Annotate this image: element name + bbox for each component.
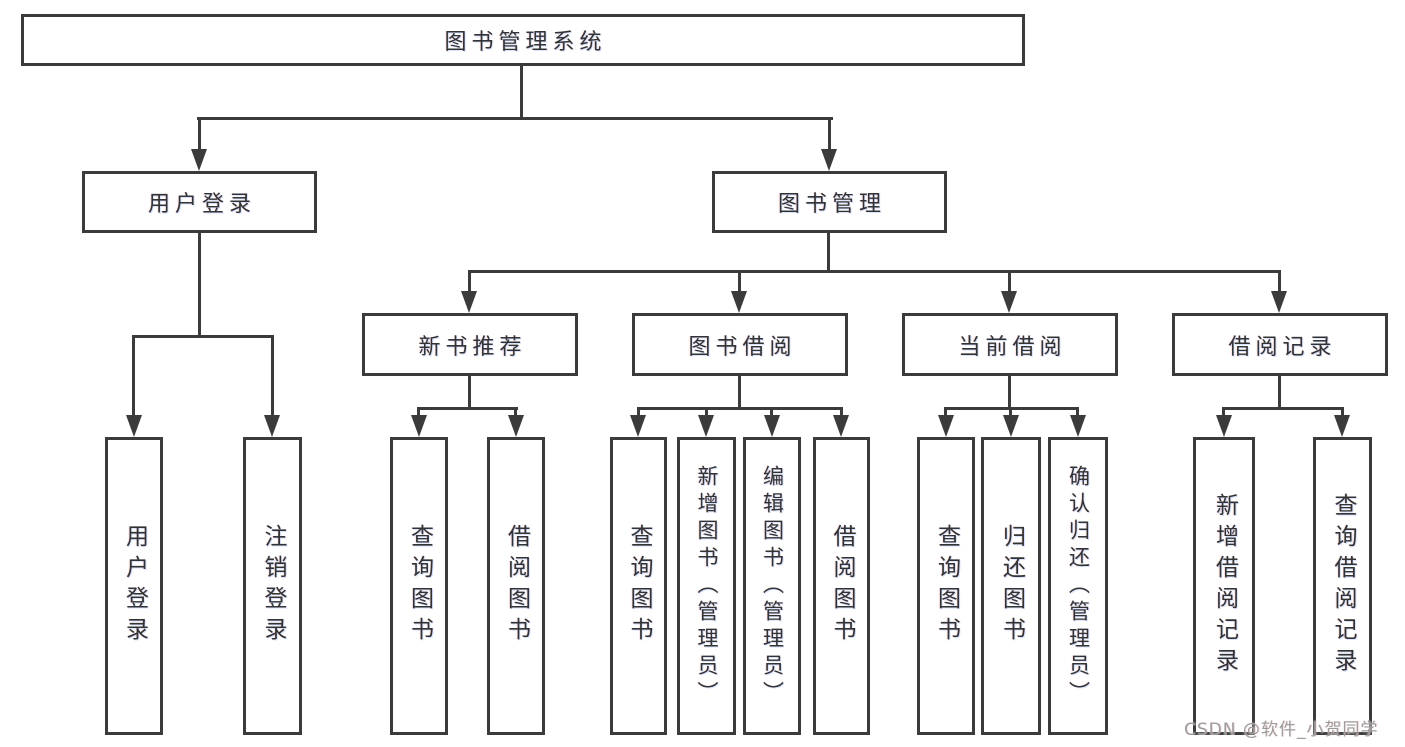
connector-vline: [468, 376, 471, 409]
leaf-return-books: 归还图书: [981, 437, 1041, 735]
connector-vline: [840, 407, 843, 417]
connector-vline: [944, 407, 947, 417]
arrow-head: [1216, 415, 1232, 437]
leaf-label: 注销登录: [260, 524, 286, 648]
node-label: 图书借阅: [688, 334, 797, 360]
arrow-head: [1334, 415, 1350, 437]
connector-vline: [1278, 270, 1281, 293]
node-current-borrow: 当前借阅: [902, 313, 1118, 376]
leaf-query-borrow-record: 查询借阅记录: [1313, 437, 1372, 735]
leaf-user-login: 用户登录: [105, 437, 163, 735]
node-user-login: 用户登录: [82, 171, 317, 233]
leaf-borrow-books: 借阅图书: [813, 437, 870, 735]
connector-vline: [1076, 407, 1079, 417]
node-book-borrow: 图书借阅: [632, 313, 848, 376]
connector-vline: [468, 270, 471, 293]
connector-hline: [468, 270, 1281, 273]
connector-vline: [198, 117, 201, 152]
connector-vline: [770, 407, 773, 417]
connector-hline: [1222, 407, 1343, 410]
leaf-label: 借阅图书: [829, 524, 855, 648]
leaf-label: 编辑图书（管理员）: [760, 464, 785, 708]
node-label: 借阅记录: [1228, 334, 1337, 360]
node-label: 新书推荐: [418, 334, 527, 360]
connector-vline: [271, 335, 274, 417]
leaf-query-books: 查询图书: [390, 437, 448, 735]
connector-vline: [1008, 270, 1011, 293]
connector-vline: [198, 233, 201, 337]
arrow-head: [698, 415, 714, 437]
node-root-label: 图书管理系统: [444, 30, 607, 55]
connector-vline: [637, 407, 640, 417]
arrow-head: [833, 415, 849, 437]
connector-vline: [1222, 407, 1225, 417]
arrow-head: [1271, 291, 1287, 313]
node-label: 用户登录: [147, 192, 256, 217]
leaf-label: 借阅图书: [503, 524, 530, 648]
arrow-head: [731, 291, 747, 313]
arrow-head: [126, 415, 142, 437]
arrow-head: [1070, 415, 1086, 437]
connector-hline: [197, 117, 833, 120]
connector-vline: [738, 376, 741, 409]
node-borrow-record: 借阅记录: [1172, 313, 1388, 376]
leaf-query-books: 查询图书: [610, 437, 667, 735]
leaf-query-books: 查询图书: [917, 437, 975, 735]
arrow-head: [821, 149, 837, 171]
connector-vline: [827, 233, 830, 272]
connector-hline: [637, 407, 843, 410]
connector-vline: [132, 335, 135, 417]
arrow-head: [764, 415, 780, 437]
connector-vline: [514, 407, 517, 417]
leaf-label: 查询借阅记录: [1330, 493, 1356, 679]
connector-vline: [1278, 376, 1281, 409]
leaf-confirm-return-admin: 确认归还（管理员）: [1048, 437, 1108, 735]
leaf-label: 确认归还（管理员）: [1066, 464, 1091, 708]
leaf-label: 用户登录: [121, 524, 148, 648]
node-book-mgmt: 图书管理: [712, 171, 947, 233]
connector-hline: [132, 335, 274, 338]
leaf-add-borrow-record: 新增借阅记录: [1193, 437, 1255, 735]
arrow-head: [630, 415, 646, 437]
connector-vline: [417, 407, 420, 417]
leaf-add-books-admin: 新增图书（管理员）: [677, 437, 736, 735]
arrow-head: [411, 415, 427, 437]
arrow-head: [1003, 415, 1019, 437]
arrow-head: [938, 415, 954, 437]
connector-hline: [417, 407, 518, 410]
node-label: 当前借阅: [958, 334, 1067, 360]
connector-vline: [828, 117, 831, 152]
leaf-logout: 注销登录: [243, 437, 302, 735]
connector-vline: [1009, 407, 1012, 417]
connector-vline: [520, 66, 523, 119]
connector-vline: [738, 270, 741, 293]
arrow-head: [191, 149, 207, 171]
arrow-head: [461, 291, 477, 313]
leaf-label: 新增图书（管理员）: [695, 464, 719, 708]
node-label: 图书管理: [777, 192, 886, 217]
leaf-label: 查询图书: [626, 524, 652, 648]
leaf-label: 归还图书: [998, 524, 1025, 648]
arrow-head: [508, 415, 524, 437]
connector-vline: [1341, 407, 1344, 417]
connector-vline: [1008, 376, 1011, 409]
leaf-borrow-books: 借阅图书: [487, 437, 545, 735]
watermark: CSDN @软件_小贺同学: [1184, 720, 1379, 740]
connector-vline: [705, 407, 708, 417]
arrow-head: [1001, 291, 1017, 313]
node-new-book: 新书推荐: [362, 313, 578, 376]
leaf-label: 查询图书: [933, 524, 960, 648]
leaf-label: 查询图书: [406, 524, 433, 648]
node-root: 图书管理系统: [21, 14, 1025, 66]
arrow-head: [264, 415, 280, 437]
leaf-edit-books-admin: 编辑图书（管理员）: [743, 437, 801, 735]
leaf-label: 新增借阅记录: [1211, 493, 1238, 679]
